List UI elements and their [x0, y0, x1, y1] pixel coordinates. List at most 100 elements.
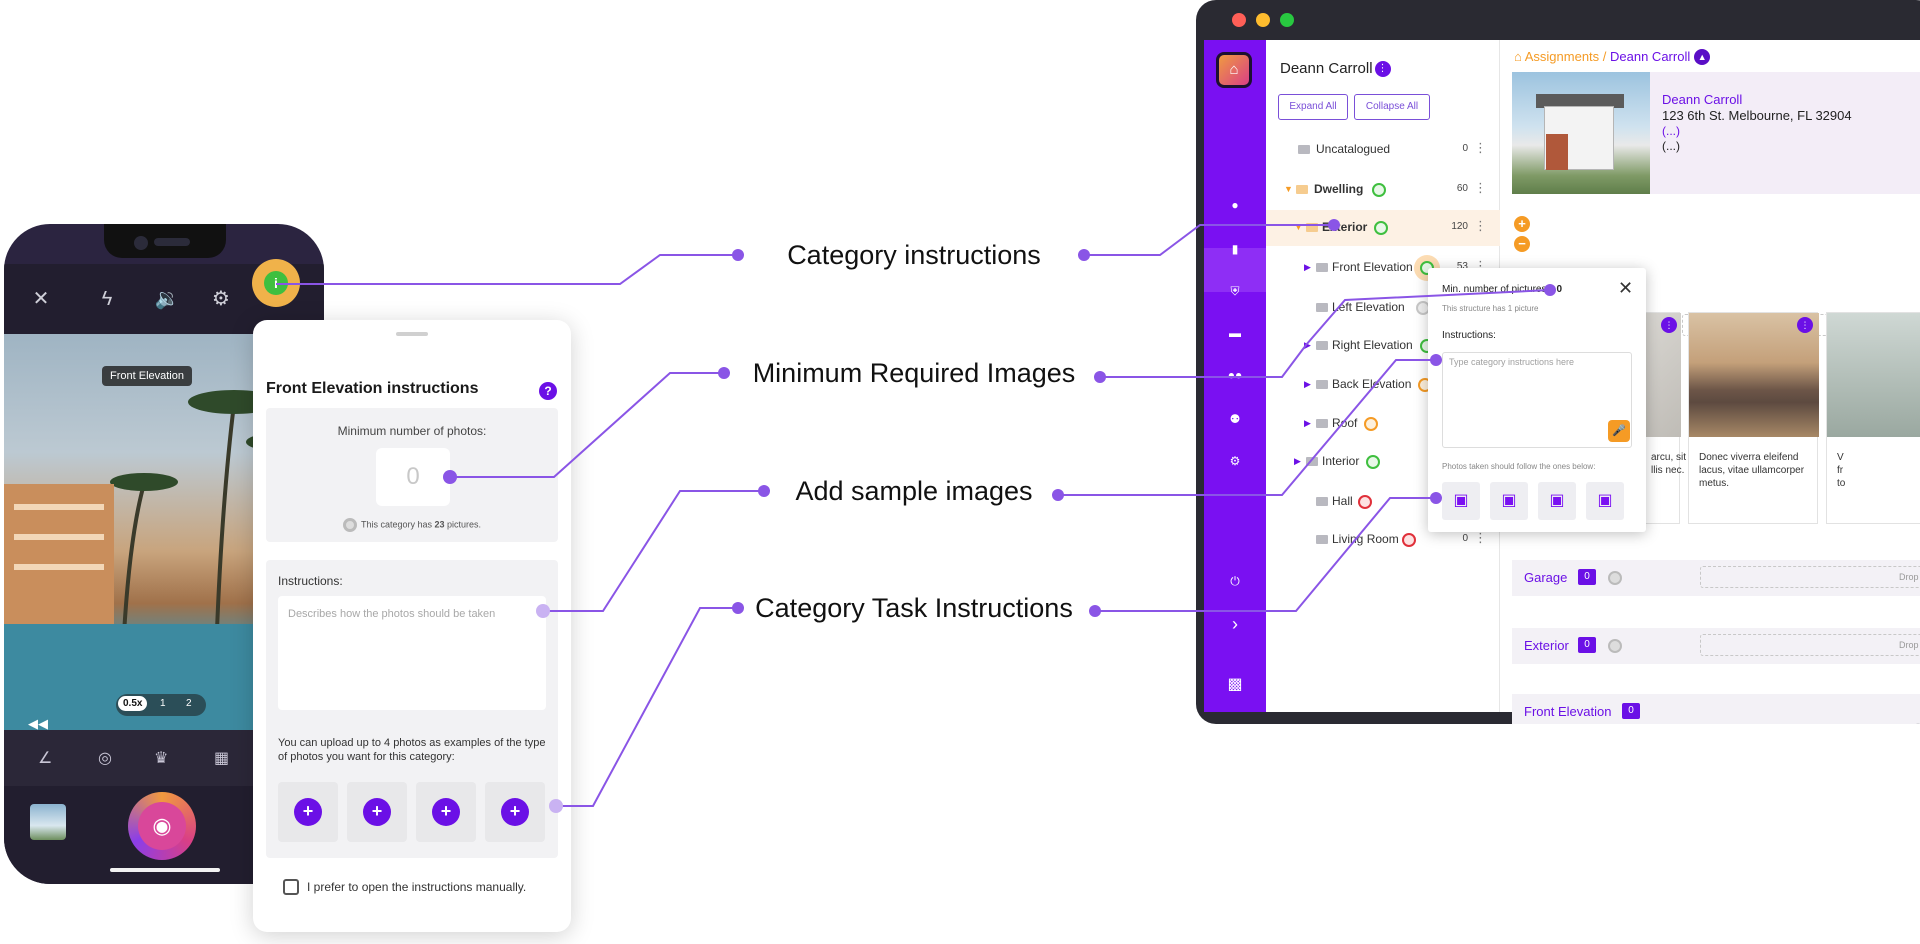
- window-close-button[interactable]: [1232, 13, 1246, 27]
- sample-photo-slot[interactable]: +: [416, 782, 476, 842]
- sound-icon[interactable]: 🔉: [154, 288, 180, 310]
- sheet-handle[interactable]: [396, 332, 428, 336]
- open-manually-checkbox[interactable]: [283, 879, 299, 895]
- user-icon[interactable]: ●: [1231, 198, 1239, 212]
- owner-name-link[interactable]: Deann Carroll: [1662, 92, 1743, 107]
- users-settings-icon[interactable]: ⚉: [1229, 412, 1241, 426]
- kebab-menu-icon[interactable]: ⋮: [1474, 180, 1487, 195]
- callout-minimum-required-images: Minimum Required Images: [752, 358, 1076, 388]
- owner-address: 123 6th St. Melbourne, FL 32904: [1662, 108, 1852, 123]
- users-icon[interactable]: ●●: [1227, 368, 1243, 382]
- caret-right-icon[interactable]: ▶: [1294, 456, 1301, 466]
- shield-icon[interactable]: ⛨: [1230, 284, 1240, 298]
- section-front-elevation[interactable]: Front Elevation 0: [1512, 694, 1920, 724]
- popup-instructions-textarea[interactable]: Type category instructions here: [1442, 352, 1632, 448]
- popup-instructions-label: Instructions:: [1442, 330, 1496, 341]
- instructions-textarea[interactable]: Describes how the photos should be taken: [278, 596, 546, 710]
- sample-photo-slot[interactable]: +: [347, 782, 407, 842]
- owner-card: Deann Carroll 123 6th St. Melbourne, FL …: [1650, 72, 1920, 194]
- compass-icon[interactable]: ◎: [98, 750, 112, 767]
- gear-icon[interactable]: ⚙: [212, 288, 230, 310]
- add-icon: +: [363, 798, 391, 826]
- home-logo-icon[interactable]: ⌂: [1216, 52, 1252, 88]
- folder-icon: [1316, 341, 1328, 350]
- minimum-photos-panel: Minimum number of photos: 0 This categor…: [266, 408, 558, 542]
- status-badge[interactable]: [1358, 495, 1372, 509]
- zoom-option[interactable]: 2: [186, 698, 192, 709]
- tree-item-exterior[interactable]: ▼ Exterior 120 ⋮: [1266, 210, 1500, 246]
- caret-right-icon[interactable]: ▶: [1304, 340, 1311, 350]
- caret-right-icon[interactable]: ▶: [1304, 418, 1311, 428]
- caret-right-icon[interactable]: ▶: [1304, 379, 1311, 389]
- photo-card[interactable]: V fr to: [1826, 312, 1920, 524]
- nav-rail: ⌂ ● ▮ ⛨ ▬ ●● ⚉ ⚙ ⏻ › ▩: [1204, 40, 1266, 712]
- caret-right-icon[interactable]: ▶: [1304, 262, 1311, 272]
- more-info-icon[interactable]: ⋮: [1797, 317, 1813, 333]
- sample-photo-slot[interactable]: +: [485, 782, 545, 842]
- calendar-icon[interactable]: ▦: [214, 750, 230, 767]
- status-badge[interactable]: [1402, 533, 1416, 547]
- kebab-menu-icon[interactable]: ⋮: [1474, 530, 1487, 545]
- gear-icon[interactable]: ⚙: [1229, 454, 1241, 468]
- status-badge[interactable]: [1366, 455, 1380, 469]
- zoom-in-icon[interactable]: +: [1514, 216, 1530, 232]
- zoom-option[interactable]: 0.5x: [118, 696, 148, 711]
- chevron-up-icon[interactable]: ▲: [1694, 49, 1711, 65]
- microphone-icon[interactable]: 🎤: [1608, 420, 1630, 442]
- power-icon[interactable]: ⏻: [1230, 574, 1240, 588]
- caret-down-icon[interactable]: ▼: [1294, 222, 1303, 232]
- zoom-selector[interactable]: 0.5x 1 2: [116, 694, 206, 716]
- section-exterior[interactable]: Exterior 0 Drop files: [1512, 628, 1920, 664]
- close-icon[interactable]: ✕: [1618, 278, 1634, 298]
- angle-icon[interactable]: ∠: [38, 750, 53, 767]
- help-icon[interactable]: ?: [539, 382, 557, 400]
- flash-icon[interactable]: ϟ: [101, 288, 113, 310]
- sample-photo-slot[interactable]: +: [278, 782, 338, 842]
- drop-files-zone[interactable]: Drop files: [1700, 566, 1920, 588]
- last-photo-thumbnail[interactable]: [30, 804, 66, 840]
- tree-item-uncatalogued[interactable]: Uncatalogued 0 ⋮: [1266, 132, 1500, 168]
- window-minimize-button[interactable]: [1256, 13, 1270, 27]
- breadcrumb-assignments[interactable]: Assignments: [1524, 49, 1600, 64]
- instructions-sheet: Front Elevation instructions ? Minimum n…: [253, 320, 571, 932]
- popup-min-value[interactable]: 0: [1556, 284, 1563, 295]
- close-icon[interactable]: ✕: [32, 288, 50, 310]
- add-image-icon[interactable]: ▣: [1490, 482, 1528, 520]
- count-badge: 0: [1578, 569, 1596, 585]
- rewind-icon[interactable]: ◀◀: [28, 716, 48, 730]
- zoom-option[interactable]: 1: [160, 698, 166, 709]
- card-icon[interactable]: ▬: [1229, 326, 1241, 340]
- drop-files-zone[interactable]: Drop files: [1700, 634, 1920, 656]
- kebab-menu-icon[interactable]: ⋮: [1474, 140, 1487, 155]
- chevron-right-icon[interactable]: ›: [1232, 614, 1238, 634]
- minimum-photos-input[interactable]: 0: [376, 448, 450, 506]
- photo-card[interactable]: ⋮ Donec viverra eleifend lacus, vitae ul…: [1688, 312, 1819, 524]
- status-badge[interactable]: [1372, 183, 1386, 197]
- caret-down-icon[interactable]: ▼: [1284, 184, 1293, 194]
- status-badge[interactable]: [1364, 417, 1378, 431]
- expand-all-button[interactable]: Expand All: [1278, 94, 1348, 120]
- status-ring-icon[interactable]: [1608, 639, 1622, 653]
- crown-icon[interactable]: ♛: [154, 750, 169, 767]
- add-image-icon[interactable]: ▣: [1538, 482, 1576, 520]
- breadcrumb: ⌂ Assignments / Deann Carroll▲: [1514, 49, 1711, 65]
- more-info-icon[interactable]: ⋮: [1374, 61, 1391, 77]
- collapse-all-button[interactable]: Collapse All: [1354, 94, 1430, 120]
- upload-hint: You can upload up to 4 photos as example…: [278, 737, 546, 763]
- document-icon[interactable]: ▮: [1231, 242, 1239, 256]
- folder-icon: [1316, 535, 1328, 544]
- add-image-icon[interactable]: ▣: [1442, 482, 1480, 520]
- home-icon[interactable]: ⌂: [1514, 49, 1525, 64]
- section-garage[interactable]: Garage 0 Drop files: [1512, 560, 1920, 596]
- owner-more-link[interactable]: (...): [1662, 124, 1680, 138]
- status-ring-icon[interactable]: [1608, 571, 1622, 585]
- tree-item-dwelling[interactable]: ▼ Dwelling 60 ⋮: [1284, 180, 1487, 197]
- kebab-menu-icon[interactable]: ⋮: [1474, 218, 1487, 233]
- more-info-icon[interactable]: ⋮: [1661, 317, 1677, 333]
- window-maximize-button[interactable]: [1280, 13, 1294, 27]
- status-badge[interactable]: [1374, 221, 1388, 235]
- zoom-out-icon[interactable]: −: [1514, 236, 1530, 252]
- add-image-icon[interactable]: ▣: [1586, 482, 1624, 520]
